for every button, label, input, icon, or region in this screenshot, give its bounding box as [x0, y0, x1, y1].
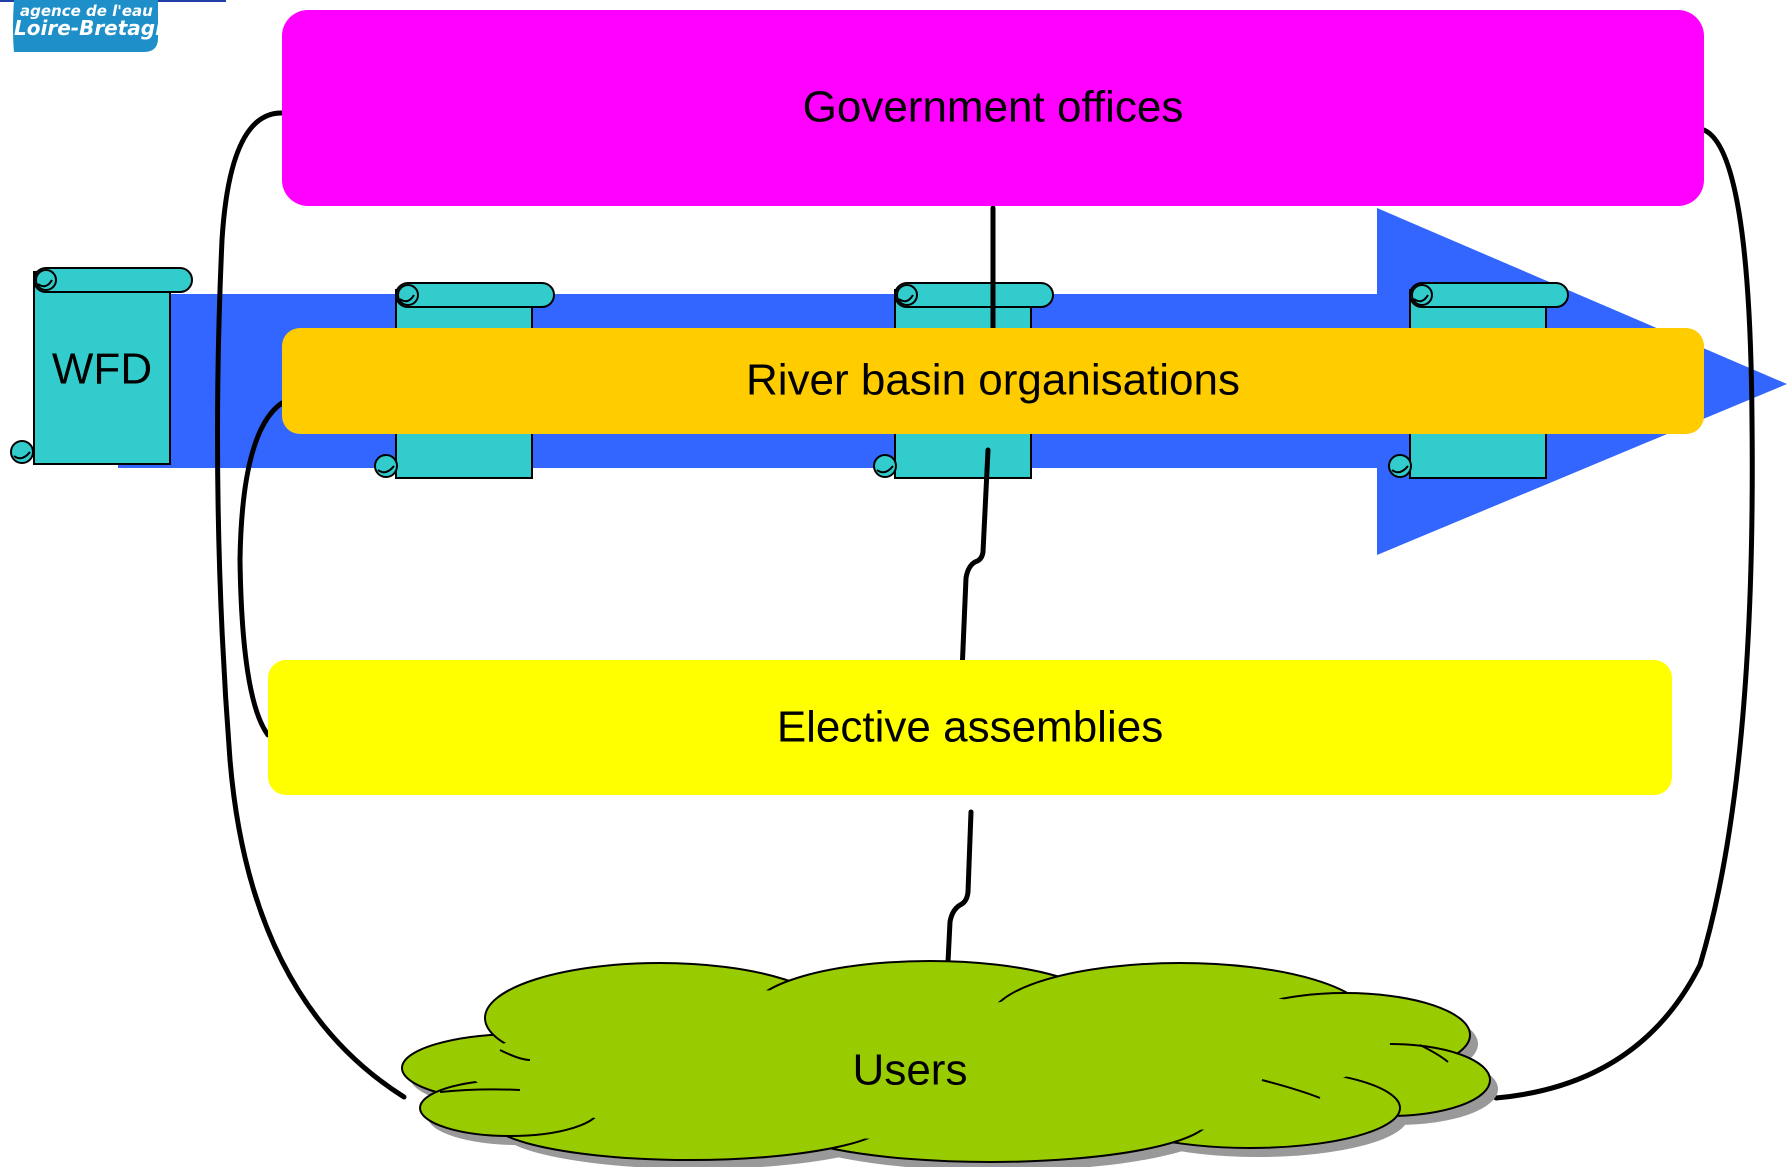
river-basin-organisations-label: River basin organisations [746, 356, 1240, 405]
connector-left-inner [237, 400, 285, 738]
connector-basin-to-assemblies [959, 447, 991, 675]
logo-line2: Loire-Bretagne [14, 16, 183, 40]
government-offices-label: Government offices [803, 83, 1184, 132]
elective-assemblies-box: Elective assemblies [268, 660, 1672, 795]
connector-right-outer [1493, 127, 1755, 1101]
users-label: Users [853, 1046, 968, 1095]
logo-line1: agence de l'eau [20, 2, 153, 20]
users-cloud: Users [401, 960, 1498, 1167]
agency-logo: agence de l'eau Loire-Bretagne [0, 0, 226, 52]
government-offices-box: Government offices [282, 10, 1704, 206]
connector-left-outer [215, 110, 407, 1100]
connector-assemblies-to-users [943, 809, 974, 1005]
wfd-scroll: WFD [10, 267, 193, 465]
wfd-label: WFD [52, 345, 152, 394]
elective-assemblies-label: Elective assemblies [777, 703, 1163, 752]
connector-lines [215, 110, 1755, 1101]
river-basin-organisations-box: River basin organisations [282, 328, 1704, 434]
